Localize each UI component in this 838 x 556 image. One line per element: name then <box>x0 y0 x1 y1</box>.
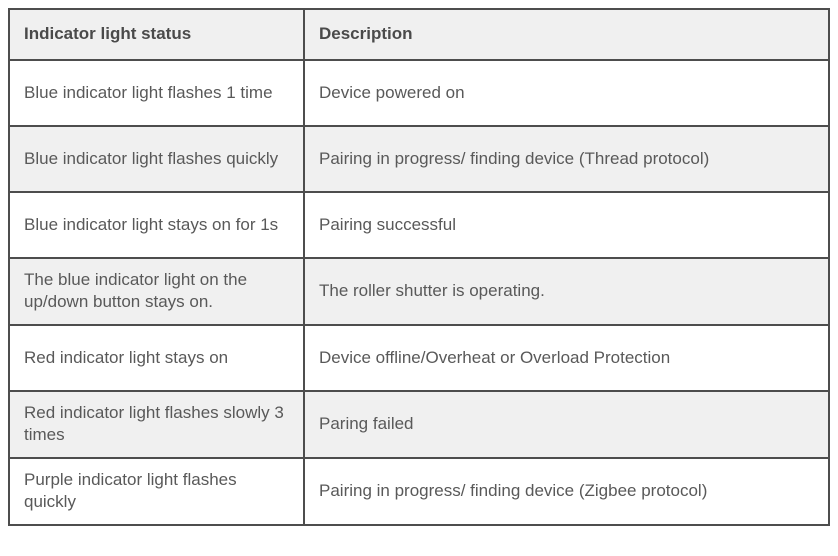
table-row: The blue indicator light on the up/down … <box>8 257 830 326</box>
description-cell: Pairing successful <box>303 191 830 259</box>
description-cell: Pairing in progress/ finding device (Zig… <box>303 456 830 526</box>
status-cell: Red indicator light flashes slowly 3 tim… <box>8 389 305 459</box>
table-row: Red indicator light flashes slowly 3 tim… <box>8 389 830 459</box>
table-body: Blue indicator light flashes 1 time Devi… <box>8 59 830 526</box>
table-row: Blue indicator light stays on for 1s Pai… <box>8 191 830 259</box>
description-cell: Pairing in progress/ finding device (Thr… <box>303 125 830 193</box>
table-header: Indicator light status Description <box>8 8 830 61</box>
description-cell: The roller shutter is operating. <box>303 257 830 326</box>
status-cell: The blue indicator light on the up/down … <box>8 257 305 326</box>
page: Indicator light status Description Blue … <box>8 8 830 526</box>
status-cell: Purple indicator light flashes quickly <box>8 456 305 526</box>
table-row: Blue indicator light flashes 1 time Devi… <box>8 59 830 127</box>
status-cell: Blue indicator light stays on for 1s <box>8 191 305 259</box>
table-row: Purple indicator light flashes quickly P… <box>8 456 830 526</box>
table-row: Red indicator light stays on Device offl… <box>8 323 830 392</box>
indicator-status-table: Indicator light status Description Blue … <box>8 8 830 526</box>
column-header-indicator-light-status: Indicator light status <box>8 8 305 61</box>
status-cell: Blue indicator light flashes quickly <box>8 125 305 193</box>
description-cell: Paring failed <box>303 389 830 459</box>
column-header-description: Description <box>303 8 830 61</box>
description-cell: Device powered on <box>303 59 830 127</box>
status-cell: Blue indicator light flashes 1 time <box>8 59 305 127</box>
status-cell: Red indicator light stays on <box>8 323 305 392</box>
description-cell: Device offline/Overheat or Overload Prot… <box>303 323 830 392</box>
header-row: Indicator light status Description <box>8 8 830 61</box>
table-row: Blue indicator light flashes quickly Pai… <box>8 125 830 193</box>
